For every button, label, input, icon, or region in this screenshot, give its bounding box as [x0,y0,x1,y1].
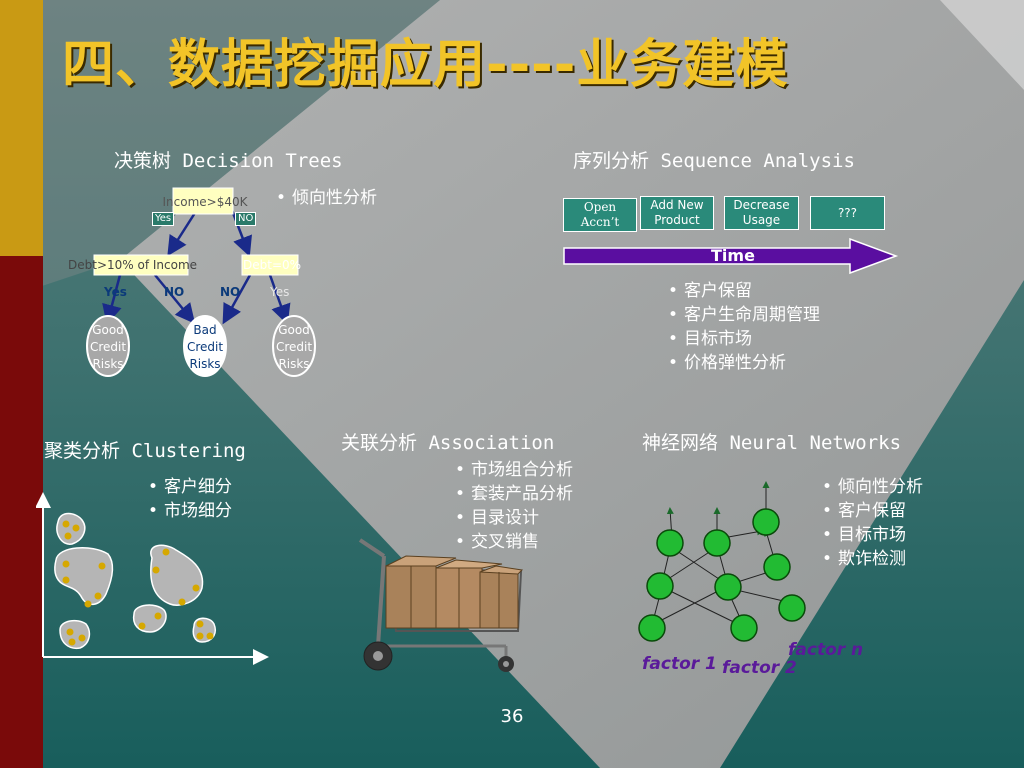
association-heading: 关联分析 Association [341,432,555,454]
slide-title: 四、数据挖掘应用----业务建模 [62,35,789,95]
seq-box-unknown: ??? [810,196,885,230]
leaf-good-2 [272,315,316,377]
decision-tree-diagram [86,187,316,377]
sequence-bullets: 客户保留 客户生命周期管理 目标市场 价格弹性分析 [668,279,820,375]
neuron-o3 [752,508,780,536]
neural-heading: 神经网络 Neural Networks [642,432,902,454]
neuron-h3 [763,553,791,581]
node-debt-10: Debt>10% of Income [68,258,198,272]
neuron-i3 [778,594,806,622]
association-bullets: 市场组合分析 套装产品分析 目录设计 交叉销售 [455,458,573,554]
clustering-diagram [36,492,269,665]
root-no-label: NO [235,212,257,226]
node-debt-0: Debt=0% [243,258,302,272]
decision-tree-heading: 决策树 Decision Trees [114,150,343,172]
decision-tree-bullets: 倾向性分析 [276,186,377,210]
neuron-i1 [638,614,666,642]
leaf-good-1 [86,315,130,377]
time-label: Time [711,246,755,265]
right-no-label: NO [220,285,241,299]
neural-bullets: 倾向性分析 客户保留 目标市场 欺诈检测 [822,475,923,571]
neuron-h2 [714,573,742,601]
neural-network-diagram [638,481,806,642]
leaf-bad [183,315,227,377]
node-income: Income>$40K [162,195,248,209]
sequence-heading: 序列分析 Sequence Analysis [573,150,855,172]
clustering-heading: 聚类分析 Clustering [44,440,246,462]
root-yes-label: Yes [152,212,175,226]
factor-2-label: factor 2 [722,658,797,678]
neuron-o1 [656,529,684,557]
factor-1-label: factor 1 [642,654,717,674]
left-yes-label: Yes [104,285,127,299]
shopping-cart-icon [358,538,524,672]
clustering-bullets: 客户细分 市场细分 [148,475,232,523]
factor-n-label: factor n [788,640,864,660]
neuron-i2 [730,614,758,642]
left-no-label: NO [164,285,185,299]
neuron-o2 [703,529,731,557]
neuron-h1 [646,572,674,600]
time-arrow [563,238,899,275]
right-yes-label: Yes [270,285,290,299]
page-number: 36 [500,706,524,727]
